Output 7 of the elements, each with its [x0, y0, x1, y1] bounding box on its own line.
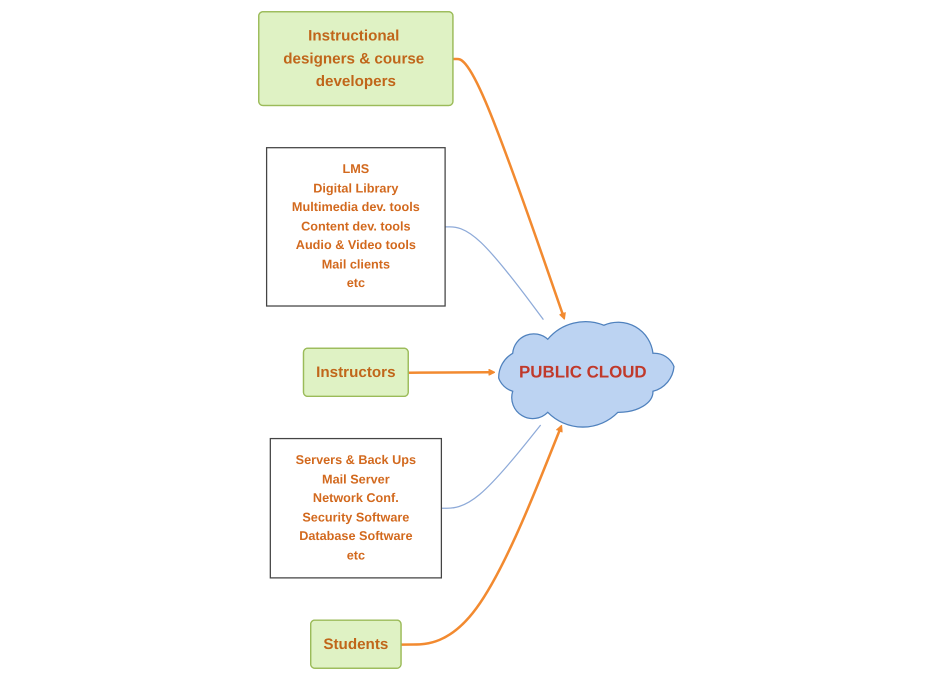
node-box: LMS Digital Library Multimedia dev. tools Content dev. tools Audio & Video tools Mail clients etc — [266, 147, 446, 307]
arrow — [408, 368, 496, 376]
connector — [442, 424, 542, 509]
node-box: Servers & Back Ups Mail Server Network Conf. Security Software Database Software etc — [270, 438, 442, 579]
connector — [445, 226, 544, 320]
arrow — [453, 58, 566, 320]
arrow — [402, 424, 563, 646]
